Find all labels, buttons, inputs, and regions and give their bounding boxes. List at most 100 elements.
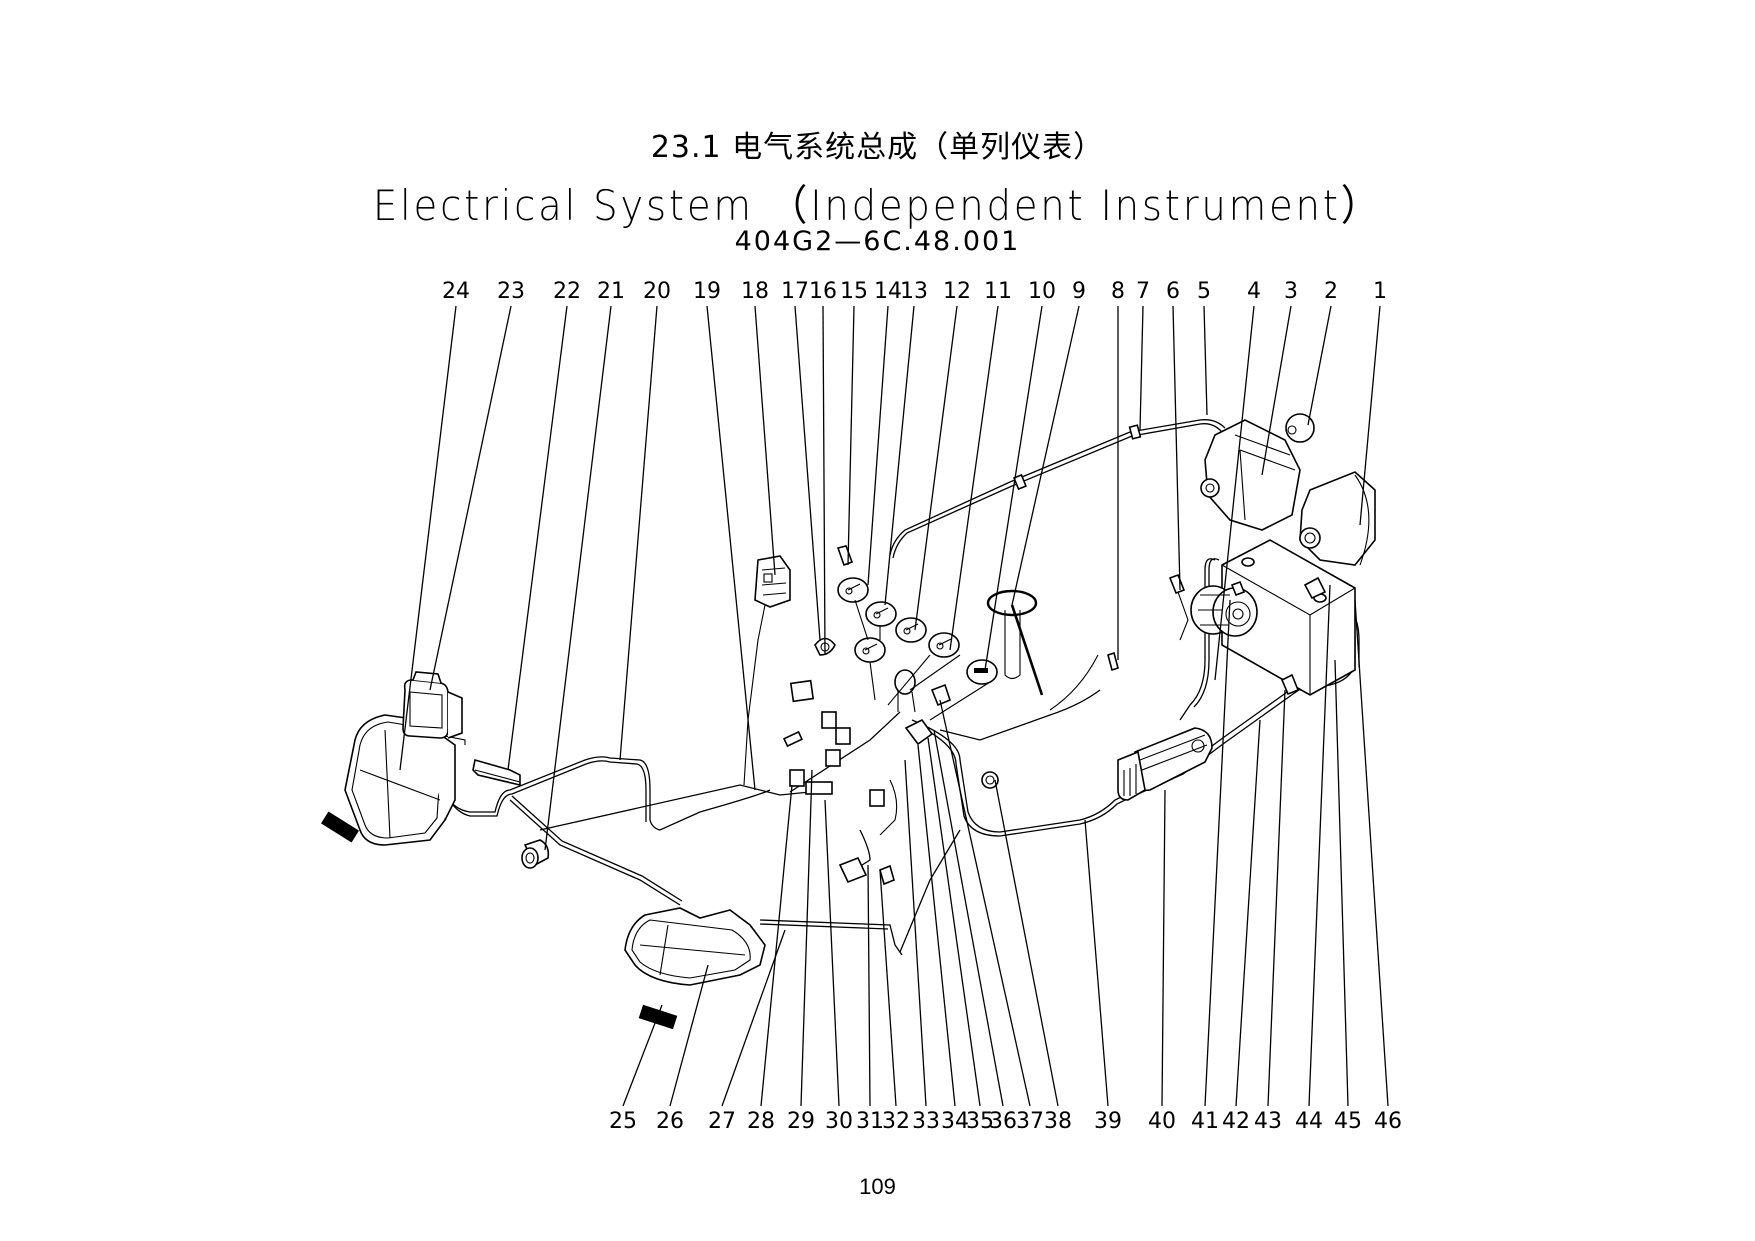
callout-33: 33	[904, 759, 940, 1134]
callout-label: 21	[597, 279, 625, 304]
leader-line	[949, 305, 999, 651]
callout-43: 43	[1254, 689, 1286, 1134]
instrument-gauges	[837, 577, 998, 721]
leader-line	[824, 799, 840, 1107]
leader-line	[867, 864, 871, 1107]
leader-line	[1204, 599, 1231, 1107]
callout-label: 2	[1324, 279, 1338, 304]
leader-line	[1334, 659, 1349, 1107]
fuel-sensor	[986, 589, 1044, 696]
page-title-chinese: 23.1 电气系统总成（单列仪表）	[650, 130, 1105, 165]
callout-label: 14	[874, 279, 902, 304]
callout-29: 29	[787, 769, 815, 1134]
callout-label: 17	[781, 279, 809, 304]
callout-12: 12	[914, 279, 971, 631]
callout-label: 3	[1284, 279, 1298, 304]
callout-46: 46	[1354, 599, 1402, 1134]
leader-line	[1084, 819, 1109, 1107]
callout-35: 35	[927, 737, 994, 1134]
leader-line	[399, 305, 457, 771]
callout-19: 19	[693, 279, 756, 791]
callout-9: 9	[1011, 279, 1086, 606]
leader-line	[822, 305, 826, 656]
switch-panel	[754, 555, 791, 608]
callout-45: 45	[1334, 659, 1362, 1134]
page-title-english: Electrical System （Independent Instrumen…	[372, 181, 1383, 230]
leader-line	[544, 305, 612, 851]
callout-24: 24	[399, 279, 470, 771]
callout-20: 20	[619, 279, 671, 761]
callout-label: 34	[941, 1109, 969, 1134]
callout-label: 39	[1094, 1109, 1122, 1134]
callout-label: 20	[643, 279, 671, 304]
callout-label: 16	[809, 279, 837, 304]
small-work-lamp	[402, 671, 463, 739]
starter-relay	[1280, 673, 1300, 696]
leader-line	[800, 769, 813, 1107]
callout-label: 28	[747, 1109, 775, 1134]
callout-7: 7	[1136, 279, 1150, 431]
leader-line	[669, 964, 709, 1107]
callout-label: 12	[943, 279, 971, 304]
leader-line	[927, 737, 981, 1107]
callout-label: 13	[900, 279, 928, 304]
callout-label: 31	[856, 1109, 884, 1134]
callout-25: 25	[609, 1004, 663, 1134]
leader-line	[794, 305, 821, 641]
callout-label: 46	[1374, 1109, 1402, 1134]
callout-label: 6	[1166, 279, 1180, 304]
callout-label: 37	[1016, 1109, 1044, 1134]
callout-label: 42	[1222, 1109, 1250, 1134]
leader-line	[1359, 305, 1381, 526]
callout-34: 34	[917, 744, 969, 1134]
leader-line	[1172, 305, 1181, 591]
leader-line	[706, 305, 756, 791]
callout-label: 22	[553, 279, 581, 304]
callout-18: 18	[741, 279, 776, 576]
leader-line	[1307, 305, 1332, 426]
leader-line	[1011, 305, 1080, 606]
leader-line	[994, 779, 1059, 1107]
callout-label: 43	[1254, 1109, 1282, 1134]
leader-line	[879, 869, 897, 1107]
callout-label: 8	[1111, 279, 1125, 304]
callout-label: 18	[741, 279, 769, 304]
callout-label: 23	[497, 279, 525, 304]
callout-label: 27	[708, 1109, 736, 1134]
leader-line	[1261, 305, 1292, 476]
leader-line	[867, 305, 889, 586]
leader-line	[1267, 689, 1286, 1107]
leader-line	[1308, 584, 1331, 1107]
callout-label: 40	[1148, 1109, 1176, 1134]
callout-38: 38	[994, 779, 1072, 1134]
leader-line	[507, 305, 568, 771]
callout-5: 5	[1197, 279, 1211, 416]
callout-39: 39	[1084, 819, 1122, 1134]
callout-label: 33	[912, 1109, 940, 1134]
headlamp-right	[1299, 471, 1376, 566]
buzzer	[521, 839, 550, 869]
callout-32: 32	[879, 869, 910, 1134]
callout-label: 15	[840, 279, 868, 304]
rear-work-lamp-left	[321, 714, 466, 846]
callout-label: 45	[1334, 1109, 1362, 1134]
callout-36: 36	[933, 729, 1017, 1134]
leader-line	[754, 305, 776, 576]
reflector-strip-icon	[321, 811, 359, 843]
leader-line	[1235, 719, 1261, 1107]
leader-line	[914, 305, 958, 631]
callout-label: 36	[989, 1109, 1017, 1134]
page-number: 109	[859, 1174, 896, 1199]
callout-label: 10	[1028, 279, 1056, 304]
callout-label: 25	[609, 1109, 637, 1134]
callout-label: 26	[656, 1109, 684, 1134]
leader-line	[984, 305, 1043, 671]
callout-26: 26	[656, 964, 709, 1134]
callout-30: 30	[824, 799, 853, 1134]
callout-label: 11	[984, 279, 1012, 304]
callout-40: 40	[1148, 789, 1176, 1134]
callout-17: 17	[781, 279, 821, 641]
leader-line	[1354, 599, 1389, 1107]
